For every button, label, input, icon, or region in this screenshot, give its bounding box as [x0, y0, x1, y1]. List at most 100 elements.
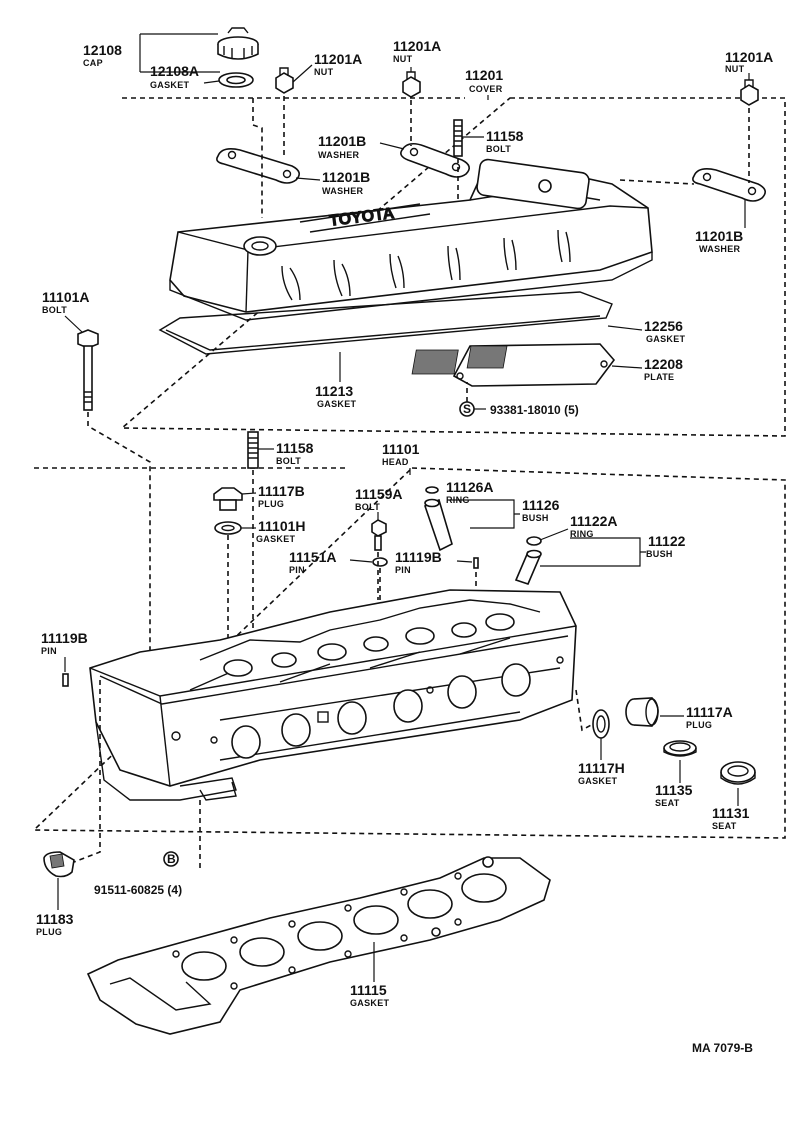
label-11101a: 11101A BOLT — [42, 289, 90, 315]
label-11117b: 11117B PLUG — [258, 483, 305, 509]
bush-11126-bracket — [448, 499, 520, 529]
svg-text:11131: 11131 — [712, 805, 750, 821]
label-12256: 12256 GASKET — [644, 318, 685, 344]
label-nut-c: 11201A NUT — [725, 49, 773, 74]
washer-b — [400, 142, 470, 178]
svg-text:PLUG: PLUG — [686, 720, 712, 730]
washer-a — [216, 148, 300, 184]
svg-text:PIN: PIN — [41, 646, 57, 656]
gasket-11117h — [592, 709, 610, 739]
svg-text:93381-18010 (5): 93381-18010 (5) — [490, 403, 579, 417]
svg-text:NUT: NUT — [725, 64, 745, 74]
svg-text:11135: 11135 — [655, 782, 693, 798]
svg-text:PIN: PIN — [395, 565, 411, 575]
svg-text:PLUG: PLUG — [36, 927, 62, 937]
svg-text:12256: 12256 — [644, 318, 683, 334]
cylinder-head — [89, 589, 577, 801]
svg-text:11158: 11158 — [276, 440, 314, 456]
svg-text:11119B: 11119B — [41, 630, 88, 646]
label-washer-a: 11201B WASHER — [322, 169, 370, 196]
label-11122: 11122 BUSH — [646, 533, 686, 559]
label-12208: 12208 PLATE — [644, 356, 683, 382]
svg-text:11201B: 11201B — [318, 133, 366, 149]
svg-text:BOLT: BOLT — [486, 144, 511, 154]
ring-11126a — [425, 486, 439, 494]
label-washer-c: 11201B WASHER — [695, 228, 743, 254]
label-12108: 12108 CAP — [83, 42, 122, 68]
cover-gasket — [158, 291, 613, 355]
stud-bolt-top — [453, 119, 463, 157]
svg-text:11151A: 11151A — [289, 549, 337, 565]
plug-11183 — [43, 851, 75, 878]
svg-text:SEAT: SEAT — [712, 821, 737, 831]
label-11101h: 11101H GASKET — [256, 518, 306, 544]
oil-filler-cap — [217, 27, 259, 60]
svg-text:PIN: PIN — [289, 565, 305, 575]
pin-11119b-left — [62, 673, 69, 687]
svg-text:11183: 11183 — [36, 911, 74, 927]
ring-11122a — [526, 536, 542, 546]
svg-text:12108A: 12108A — [150, 63, 199, 79]
svg-text:11201A: 11201A — [314, 51, 362, 67]
label-11126a: 11126A RING — [446, 479, 494, 505]
svg-text:NUT: NUT — [314, 67, 334, 77]
svg-text:S: S — [463, 402, 471, 416]
svg-text:11201: 11201 — [465, 67, 503, 83]
label-11117a: 11117A PLUG — [686, 704, 733, 730]
svg-text:12208: 12208 — [644, 356, 683, 372]
washer-c — [692, 168, 766, 202]
svg-text:CAP: CAP — [83, 58, 103, 68]
svg-text:91511-60825 (4): 91511-60825 (4) — [94, 883, 182, 897]
svg-text:11122A: 11122A — [570, 513, 618, 529]
svg-text:11201A: 11201A — [725, 49, 773, 65]
svg-text:WASHER: WASHER — [318, 150, 360, 160]
svg-text:11201B: 11201B — [322, 169, 370, 185]
bush-11122-bracket — [540, 537, 646, 567]
head-cover: TOYOTA — [169, 158, 653, 321]
cover-group-frame — [119, 97, 786, 437]
svg-text:NUT: NUT — [393, 54, 413, 64]
svg-text:BUSH: BUSH — [646, 549, 673, 559]
svg-text:11201A: 11201A — [393, 38, 441, 54]
svg-text:12108: 12108 — [83, 42, 122, 58]
svg-text:11122: 11122 — [648, 533, 686, 549]
svg-text:11117A: 11117A — [686, 704, 733, 720]
svg-text:GASKET: GASKET — [578, 776, 618, 786]
label-11158-mid: 11158 BOLT — [276, 440, 314, 466]
label-11151a: 11151A PIN — [289, 549, 337, 575]
cap-bracket — [139, 33, 220, 73]
nut-a — [275, 67, 294, 94]
label-11119b-mid: 11119B PIN — [395, 549, 442, 575]
svg-text:11158: 11158 — [486, 128, 524, 144]
svg-text:WASHER: WASHER — [322, 186, 364, 196]
svg-text:HEAD: HEAD — [382, 457, 409, 467]
label-12108a: 12108A GASKET — [150, 63, 199, 90]
bush-11122 — [514, 549, 542, 585]
svg-text:11126: 11126 — [522, 497, 560, 513]
svg-text:GASKET: GASKET — [256, 534, 296, 544]
pin-11151a — [372, 557, 388, 567]
svg-text:SEAT: SEAT — [655, 798, 680, 808]
label-11159a: 11159A BOLT — [355, 486, 403, 512]
svg-text:11213: 11213 — [315, 383, 353, 399]
svg-text:WASHER: WASHER — [699, 244, 741, 254]
label-11126: 11126 BUSH — [522, 497, 560, 523]
nut-c — [740, 79, 759, 106]
label-11158-top: 11158 BOLT — [486, 128, 524, 154]
nut-b — [402, 71, 421, 98]
svg-text:11101: 11101 — [382, 441, 420, 457]
svg-text:COVER: COVER — [469, 84, 503, 94]
cap-gasket — [218, 72, 254, 88]
svg-text:RING: RING — [570, 529, 594, 539]
label-11119b-left: 11119B PIN — [41, 630, 88, 656]
svg-text:11101H: 11101H — [258, 518, 306, 534]
label-washer-b: 11201B WASHER — [318, 133, 366, 160]
svg-text:GASKET: GASKET — [317, 399, 357, 409]
label-11122a: 11122A RING — [570, 513, 618, 539]
svg-text:GASKET: GASKET — [150, 80, 190, 90]
bush-11126 — [424, 498, 453, 552]
svg-text:11201B: 11201B — [695, 228, 743, 244]
svg-text:PLATE: PLATE — [644, 372, 674, 382]
svg-text:11126A: 11126A — [446, 479, 494, 495]
